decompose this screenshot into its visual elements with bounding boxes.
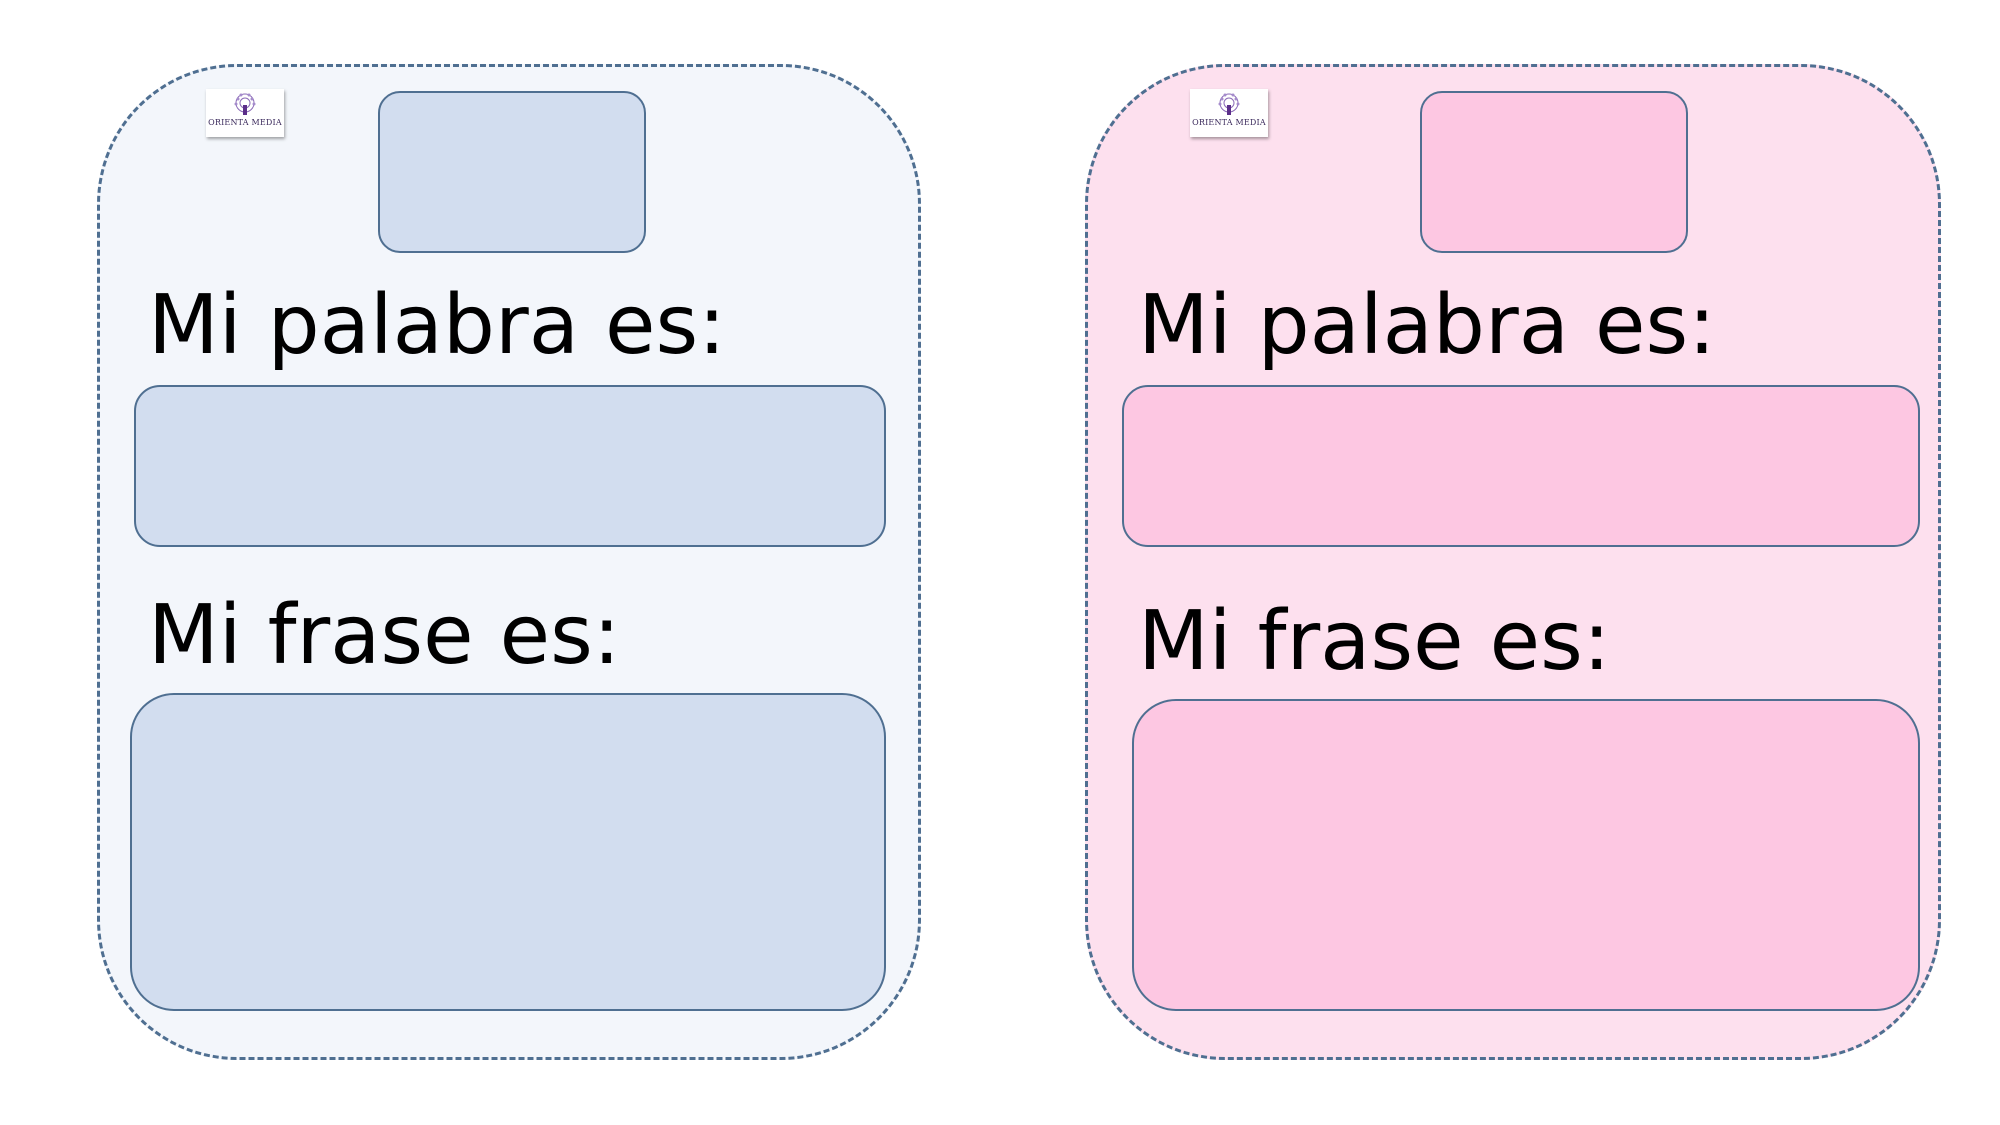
word-box[interactable] — [134, 385, 886, 547]
pink-card: ORIENTA MEDIA Mi palabra es: Mi frase es… — [1085, 64, 1941, 1060]
word-box[interactable] — [1122, 385, 1920, 547]
sentence-box[interactable] — [130, 693, 886, 1011]
sentence-box[interactable] — [1132, 699, 1920, 1011]
sentence-label: Mi frase es: — [148, 588, 621, 683]
blue-card: ORIENTA MEDIA Mi palabra es: Mi frase es… — [97, 64, 921, 1060]
logo-text: ORIENTA MEDIA — [1192, 118, 1266, 127]
picture-box[interactable] — [378, 91, 646, 253]
picture-box[interactable] — [1420, 91, 1688, 253]
word-label: Mi palabra es: — [148, 278, 726, 373]
logo-text: ORIENTA MEDIA — [208, 118, 282, 127]
orientamedia-logo: ORIENTA MEDIA — [206, 89, 284, 137]
tree-logo-icon — [234, 93, 256, 115]
orientamedia-logo: ORIENTA MEDIA — [1190, 89, 1268, 137]
word-label: Mi palabra es: — [1138, 278, 1716, 373]
sentence-label: Mi frase es: — [1138, 594, 1611, 689]
tree-logo-icon — [1218, 93, 1240, 115]
